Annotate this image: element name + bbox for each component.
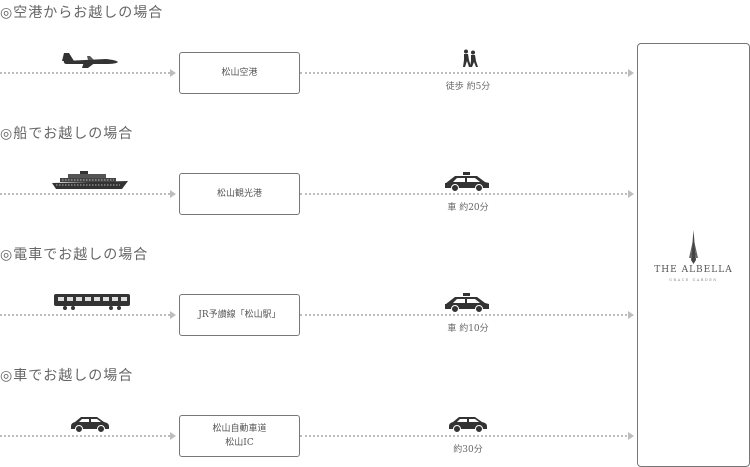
section-title-car: ◎車でお越しの場合	[0, 368, 134, 384]
stop-label: 松山観光港	[216, 189, 262, 199]
car-icon	[449, 417, 487, 433]
route-arrow	[628, 69, 634, 77]
airplane-icon	[62, 53, 118, 68]
duration-label: 車 約10分	[447, 324, 489, 334]
route-arrow	[170, 69, 176, 77]
hotel-name: THE ALBELLA	[654, 265, 733, 275]
route-arrow	[170, 432, 176, 440]
route-line	[0, 72, 170, 74]
route-line	[300, 72, 627, 74]
taxi-icon	[445, 172, 489, 192]
route-line	[300, 435, 627, 437]
route-line	[300, 314, 627, 316]
duration-label: 徒歩 約5分	[445, 82, 491, 92]
stop-label: 松山空港	[221, 68, 258, 78]
route-arrow	[628, 432, 634, 440]
car-icon	[71, 417, 109, 433]
stop-box-matsuyama-ic: 松山自動車道 松山IC	[179, 415, 300, 457]
stop-box-matsuyama-airport: 松山空港	[179, 52, 300, 94]
route-arrow	[170, 190, 176, 198]
train-icon	[54, 294, 130, 310]
route-line	[0, 314, 170, 316]
route-arrow	[628, 190, 634, 198]
duration-label: 車 約20分	[447, 203, 489, 213]
section-title-ship: ◎船でお越しの場合	[0, 126, 134, 142]
duration-label: 約30分	[453, 445, 483, 455]
ship-icon	[52, 171, 128, 189]
section-title-airport: ◎空港からお越しの場合	[0, 5, 164, 21]
albella-spire-logo-icon	[689, 230, 698, 264]
route-line	[300, 193, 627, 195]
hotel-subtitle: GRACE GARDEN	[669, 278, 718, 282]
walking-people-icon	[463, 49, 478, 67]
stop-label-line-2: 松山IC	[225, 438, 254, 448]
stop-label-line-1: 松山自動車道	[212, 424, 267, 434]
route-arrow	[170, 311, 176, 319]
route-line	[0, 435, 170, 437]
section-title-train: ◎電車でお越しの場合	[0, 247, 149, 263]
stop-box-matsuyama-port: 松山観光港	[179, 173, 300, 215]
route-line	[0, 193, 170, 195]
stop-label: JR予讃線「松山駅」	[198, 310, 281, 320]
stop-box-matsuyama-station: JR予讃線「松山駅」	[179, 294, 300, 336]
destination-box-the-albella: THE ALBELLA GRACE GARDEN	[637, 43, 750, 467]
route-arrow	[628, 311, 634, 319]
taxi-icon	[445, 293, 489, 313]
